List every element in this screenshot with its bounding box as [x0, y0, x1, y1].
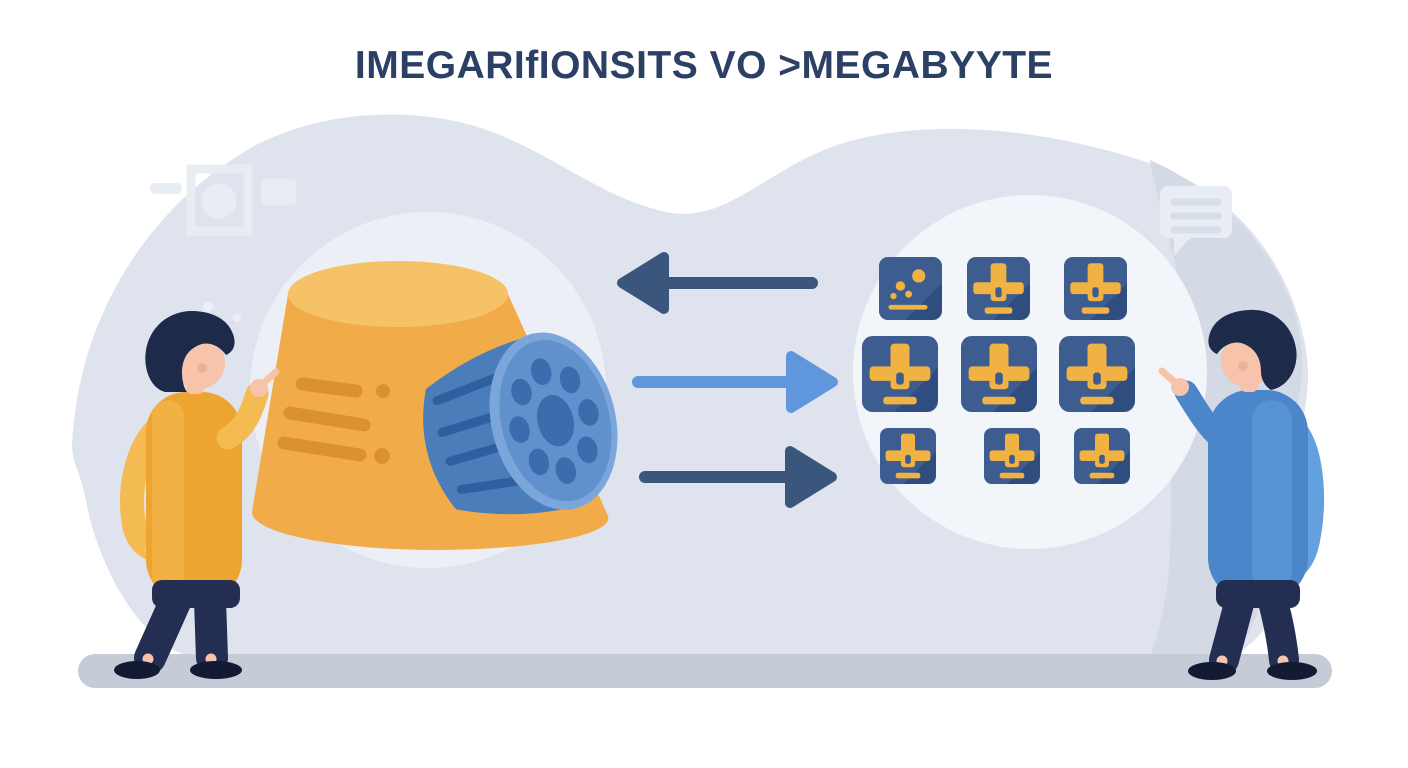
- plus-icon: [1070, 263, 1121, 314]
- plus-icon: [1079, 433, 1125, 479]
- arrow-left-1: [617, 252, 818, 314]
- unit-tile-dots: [879, 257, 942, 320]
- unit-tile-plus: [967, 257, 1030, 320]
- conversion-arrows: [617, 252, 838, 508]
- left-person-hair: [145, 310, 235, 392]
- plus-icon: [973, 263, 1024, 314]
- plus-icon: [1066, 343, 1128, 405]
- unit-tile-plus: [1074, 428, 1130, 484]
- unit-tile-plus: [862, 336, 938, 412]
- plus-icon: [989, 433, 1035, 479]
- unit-tile-plus: [984, 428, 1040, 484]
- plus-icon: [885, 433, 931, 479]
- dots-icon: [888, 269, 928, 310]
- right-person-hair: [1208, 309, 1297, 390]
- unit-tile-plus: [961, 336, 1037, 412]
- chat-bubble-icon: [1160, 186, 1232, 256]
- unit-grid: [862, 257, 1135, 484]
- image-placeholder-icon: [150, 164, 296, 236]
- unit-tile-plus: [1059, 336, 1135, 412]
- plus-icon: [869, 343, 931, 405]
- cable-reel-icon: [423, 332, 618, 515]
- ground-bar: [78, 654, 1332, 688]
- left-person: [114, 310, 280, 679]
- right-person: [1158, 309, 1325, 680]
- arrow-right-3: [639, 446, 837, 508]
- unit-tile-plus: [880, 428, 936, 484]
- plus-icon: [968, 343, 1030, 405]
- arrow-right-2: [632, 351, 838, 413]
- page-title: IMEGARIfIONSITS VO >MEGABYYTE: [354, 44, 1054, 87]
- unit-tile-plus: [1064, 257, 1127, 320]
